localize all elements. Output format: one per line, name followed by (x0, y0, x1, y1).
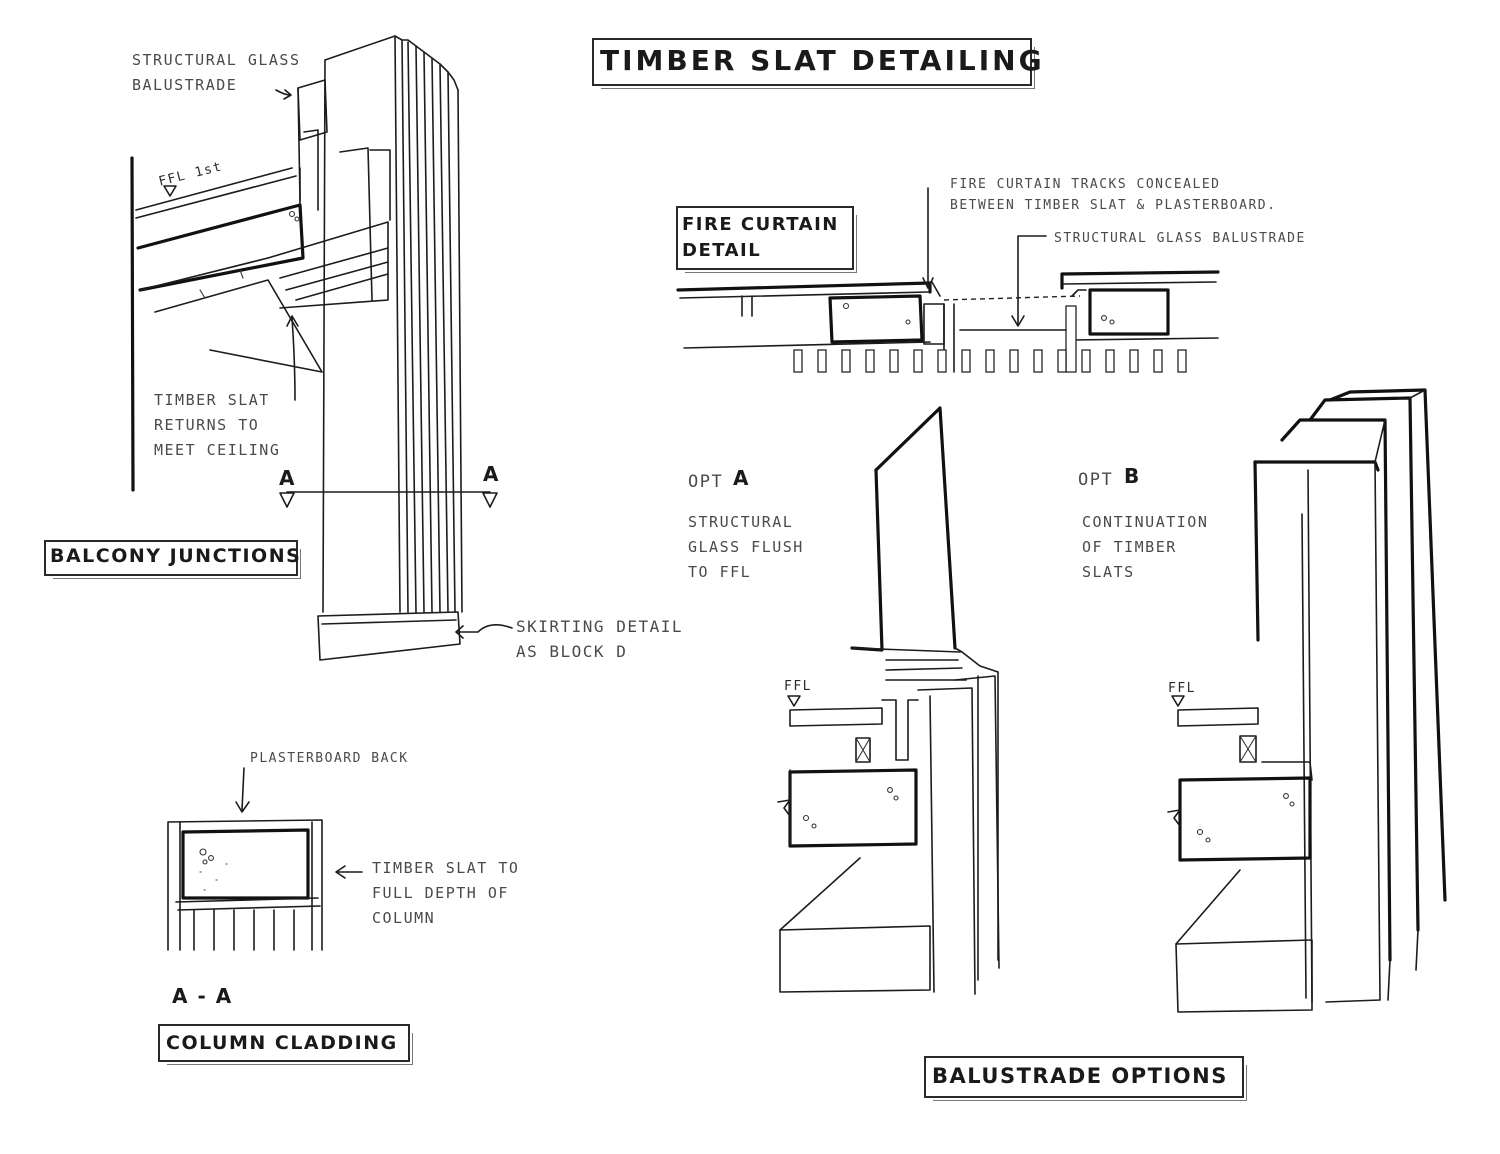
fire-curtain-drawing (676, 187, 1220, 373)
balcony-slat-note: TIMBER SLAT RETURNS TO MEET CEILING (154, 391, 281, 459)
option-a-prefix: OPT (688, 472, 724, 492)
fire-title: FIRE CURTAIN DETAIL (682, 214, 839, 261)
column-section-drawing (167, 767, 363, 951)
fire-tracks-note: FIRE CURTAIN TRACKS CONCEALED BETWEEN TI… (950, 177, 1277, 213)
column-title-box (158, 1024, 410, 1062)
option-a-ffl: FFL (784, 679, 812, 694)
section-mark-right: A (483, 462, 500, 486)
sheet-title: TIMBER SLAT DETAILING (600, 44, 1045, 77)
option-b-ffl: FFL (1168, 681, 1196, 696)
section-mark-left: A (279, 466, 296, 490)
balustrade-title-box (924, 1056, 1244, 1098)
option-a-note: STRUCTURAL GLASS FLUSH TO FFL (688, 513, 804, 581)
column-title: COLUMN CLADDING (166, 1032, 398, 1054)
option-a-letter: A (733, 466, 750, 490)
column-section-label: A - A (172, 984, 233, 1008)
option-b-note: CONTINUATION OF TIMBER SLATS (1082, 513, 1209, 581)
option-b-drawing (1167, 388, 1447, 1013)
fire-title-box (676, 206, 854, 270)
sheet-title-box (592, 38, 1032, 86)
column-slat-note: TIMBER SLAT TO FULL DEPTH OF COLUMN (372, 859, 520, 927)
plasterboard-note: PLASTERBOARD BACK (250, 751, 409, 766)
option-b-letter: B (1124, 464, 1141, 488)
balcony-title-box (44, 540, 298, 576)
balcony-title: BALCONY JUNCTIONS (50, 545, 302, 567)
option-b-prefix: OPT (1078, 470, 1114, 490)
fire-glass-note: STRUCTURAL GLASS BALUSTRADE (1054, 231, 1306, 246)
balcony-glass-note: STRUCTURAL GLASS BALUSTRADE (132, 51, 301, 94)
balcony-junction-drawing (130, 35, 513, 661)
balustrade-title: BALUSTRADE OPTIONS (932, 1064, 1228, 1088)
skirting-note: SKIRTING DETAIL AS BLOCK D (516, 617, 683, 661)
option-a-drawing (777, 406, 1000, 995)
